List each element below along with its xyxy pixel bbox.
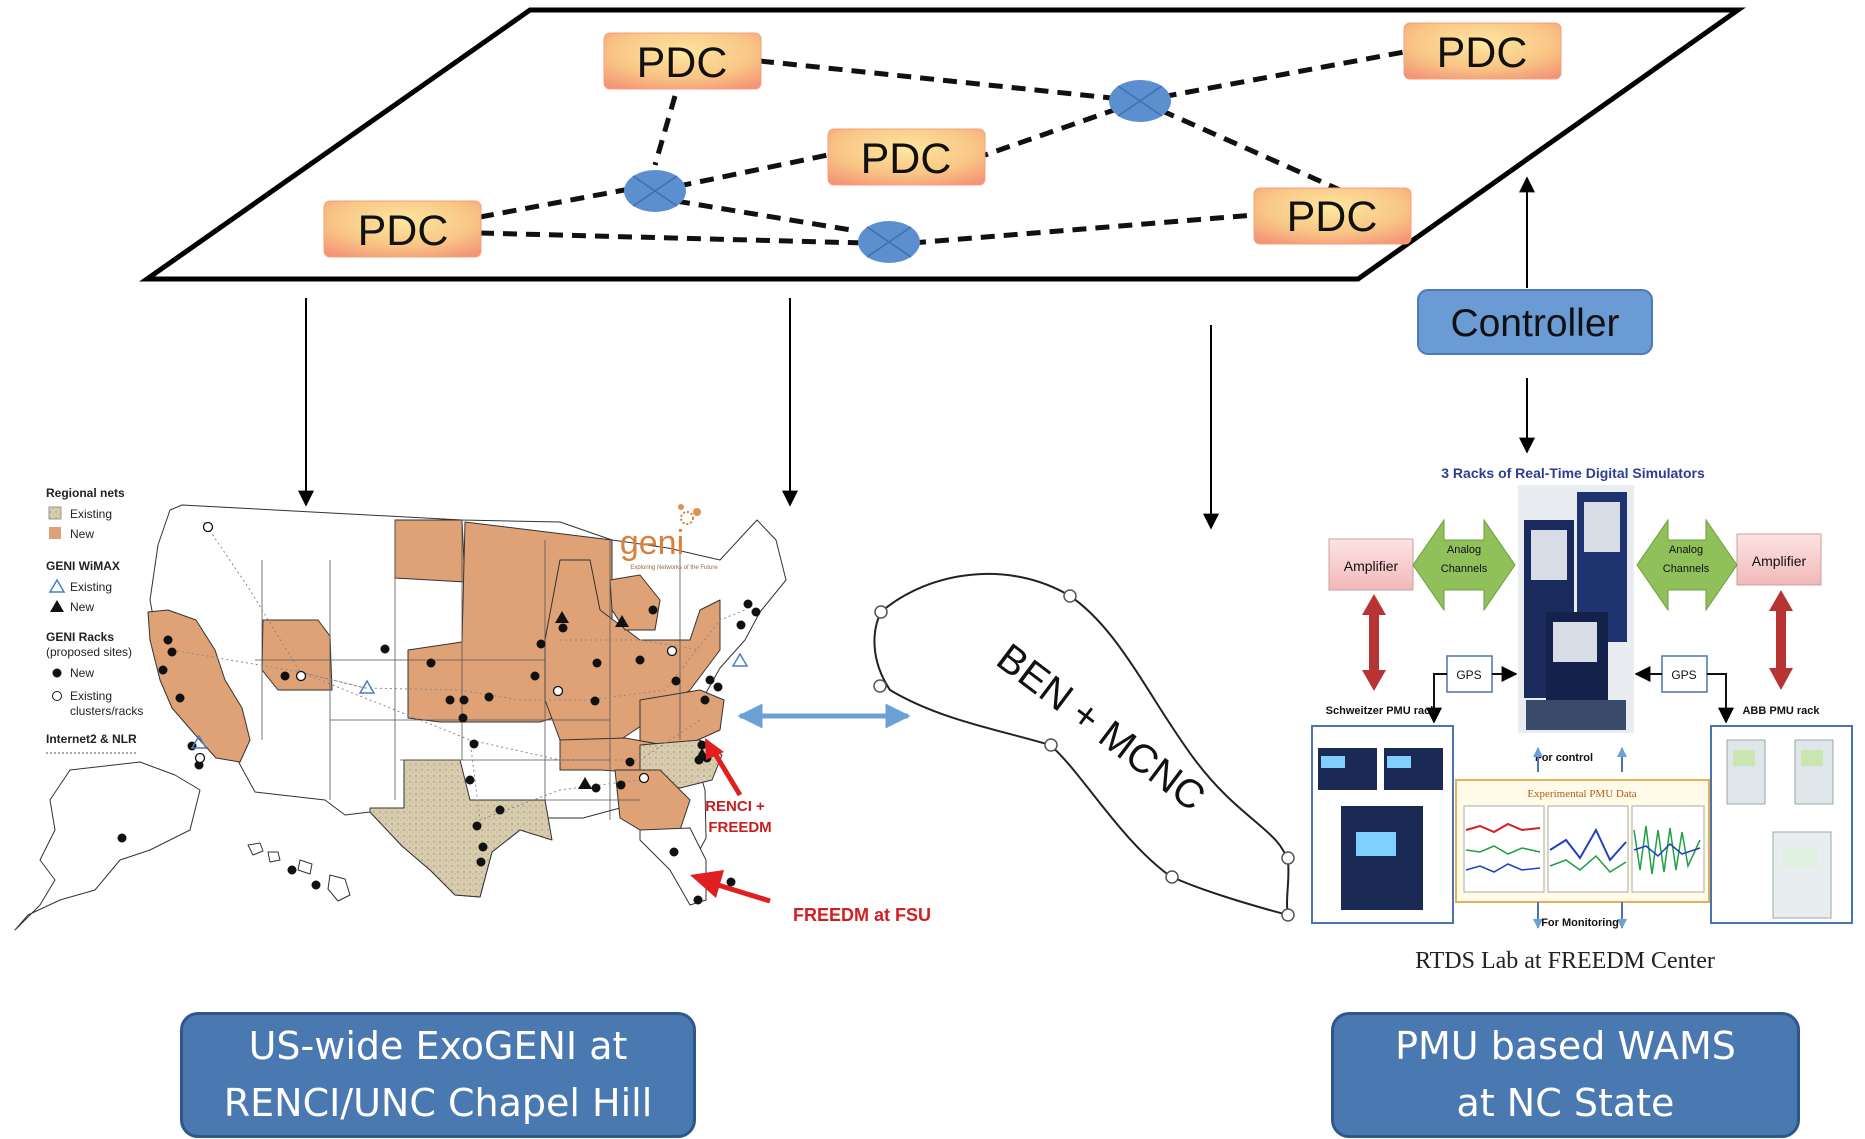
pdc-node: PDC [603, 32, 762, 90]
svg-text:PDC: PDC [358, 207, 449, 255]
mapping-arrows [298, 176, 1535, 530]
amplifier-pmu-arrows [1362, 590, 1793, 691]
svg-text:RENCI +: RENCI + [705, 798, 765, 815]
svg-text:Experimental PMU Data: Experimental PMU Data [1527, 788, 1636, 800]
amplifier-left: Amplifier [1328, 538, 1414, 591]
svg-text:Internet2 & NLR: Internet2 & NLR [46, 732, 137, 746]
map-legend: Regional nets Existing New GENI WiMAX Ex… [46, 486, 143, 754]
legend-swatch-existing [48, 506, 62, 520]
svg-text:Amplifier: Amplifier [1344, 558, 1399, 574]
svg-text:Channels: Channels [1441, 563, 1488, 575]
svg-text:Schweitzer PMU rack: Schweitzer PMU rack [1326, 705, 1438, 717]
analog-channels-left: Analog Channels [1412, 518, 1516, 612]
gps-right: GPS [1661, 655, 1708, 693]
experimental-pmu-data-panel: For control Experimental PMU Data For Mo… [1455, 747, 1710, 929]
gps-left: GPS [1446, 655, 1493, 693]
svg-text:GPS: GPS [1456, 668, 1481, 682]
svg-text:PDC: PDC [1437, 29, 1528, 77]
svg-text:ABB PMU rack: ABB PMU rack [1742, 705, 1820, 717]
triangle-filled-icon [50, 600, 64, 612]
gps-connectors [1426, 666, 1734, 724]
switch-icon [624, 170, 686, 212]
rtds-racks-photo [1518, 485, 1634, 733]
exogeni-caption: US-wide ExoGENI at RENCI/UNC Chapel Hill [180, 1012, 696, 1138]
network-switches [624, 80, 1171, 263]
pdc-node: PDC [323, 200, 482, 258]
analog-channels-right: Analog Channels [1636, 518, 1738, 612]
svg-text:clusters/racks: clusters/racks [70, 704, 143, 718]
amplifier-right: Amplifier [1736, 533, 1822, 586]
svg-text:Channels: Channels [1663, 563, 1710, 575]
svg-text:FREEDM: FREEDM [708, 819, 771, 836]
wimax-sites [190, 611, 749, 789]
svg-text:FREEDM at FSU: FREEDM at FSU [793, 905, 931, 925]
pdc-node: PDC [1403, 22, 1562, 80]
exogeni-caption-line2: RENCI/UNC Chapel Hill [223, 1081, 653, 1125]
triangle-open-icon [48, 578, 66, 593]
red-callout-arrows: RENCI + FREEDM FREEDM at FSU [690, 738, 931, 925]
svg-text:PDC: PDC [861, 135, 952, 183]
svg-text:PDC: PDC [637, 39, 728, 87]
svg-text:New: New [70, 527, 94, 541]
svg-text:Exploring Networks of the Futu: Exploring Networks of the Future [630, 565, 718, 571]
exogeni-us-map: Regional nets Existing New GENI WiMAX Ex… [14, 486, 931, 931]
svg-text:PDC: PDC [1287, 193, 1378, 241]
svg-text:(proposed sites): (proposed sites) [46, 645, 132, 659]
svg-text:New: New [70, 666, 94, 680]
svg-text:geni: geni [620, 524, 684, 562]
wams-caption-line2: at NC State [1456, 1081, 1675, 1125]
pdc-node: PDC [827, 128, 986, 186]
wams-caption: PMU based WAMS at NC State [1331, 1012, 1800, 1138]
svg-text:GPS: GPS [1671, 668, 1696, 682]
svg-text:Existing: Existing [70, 580, 112, 594]
legend-swatch-new [49, 527, 61, 539]
svg-text:RTDS Lab at FREEDM Center: RTDS Lab at FREEDM Center [1415, 948, 1715, 974]
wams-caption-line1: PMU based WAMS [1395, 1024, 1736, 1068]
geni-sites-existing [194, 521, 678, 784]
switch-icon [858, 221, 920, 263]
geni-logo: geni Exploring Networks of the Future [620, 504, 718, 571]
svg-text:3 Racks of Real-Time Digital S: 3 Racks of Real-Time Digital Simulators [1441, 465, 1705, 481]
svg-text:Analog: Analog [1447, 544, 1481, 556]
svg-text:For Monitoring: For Monitoring [1541, 917, 1619, 929]
pdc-node: PDC [1253, 187, 1412, 245]
svg-text:Existing: Existing [70, 689, 112, 703]
ben-mcnc-network: BEN + MCNC [873, 572, 1295, 922]
svg-text:Regional nets: Regional nets [46, 486, 125, 500]
svg-text:Amplifier: Amplifier [1752, 553, 1807, 569]
abb-pmu-rack [1710, 725, 1853, 924]
svg-text:GENI WiMAX: GENI WiMAX [46, 559, 120, 573]
exogeni-caption-line1: US-wide ExoGENI at [248, 1024, 628, 1068]
schweitzer-pmu-rack [1311, 725, 1454, 924]
controller-node: Controller [1417, 289, 1653, 355]
svg-text:For control: For control [1535, 752, 1593, 764]
switch-icon [1109, 80, 1171, 122]
us-states [14, 504, 787, 931]
svg-text:Existing: Existing [70, 507, 112, 521]
pdc-network-plane: PDC PDC PDC PDC PDC [139, 7, 1746, 282]
svg-text:GENI Racks: GENI Racks [46, 630, 114, 644]
svg-text:New: New [70, 600, 94, 614]
svg-text:Controller: Controller [1450, 302, 1619, 345]
dot-filled-icon [52, 668, 62, 678]
dot-open-icon [52, 691, 62, 701]
svg-text:Analog: Analog [1669, 544, 1703, 556]
rtds-lab-diagram: 3 Racks of Real-Time Digital Simulators … [1311, 465, 1853, 974]
